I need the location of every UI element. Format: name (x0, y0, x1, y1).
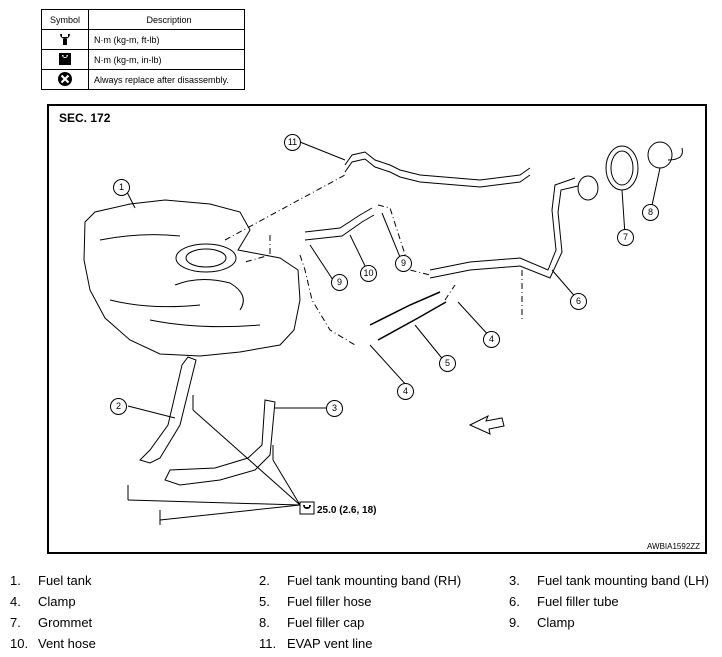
vent-hose-drawing (304, 207, 375, 241)
symbol-desc-3: Always replace after disassembly. (88, 69, 245, 90)
callout-10: 10 (360, 265, 377, 282)
filler-tube-drawing (429, 177, 579, 279)
callout-7: 7 (617, 229, 634, 246)
torque-spec-icon (299, 501, 315, 515)
callout-9a: 9 (331, 274, 348, 291)
callout-1: 1 (113, 179, 130, 196)
filler-hose-drawing (369, 291, 447, 341)
callout-5: 5 (439, 355, 456, 372)
symbol-table: Symbol Description N·m (kg-m, ft-lb) N·m… (41, 9, 245, 90)
band-rh-drawing (139, 356, 197, 464)
band-lh-drawing (164, 399, 276, 486)
callout-8: 8 (642, 204, 659, 221)
diagram-frame (47, 104, 707, 554)
callout-2: 2 (110, 398, 127, 415)
callout-4b: 4 (397, 383, 414, 400)
callout-6: 6 (570, 293, 587, 310)
callout-3: 3 (326, 400, 343, 417)
filler-cap-drawing (647, 141, 673, 169)
callout-11: 11 (284, 134, 301, 151)
torque-spec-label: 25.0 (2.6, 18) (317, 505, 377, 516)
always-replace-icon (41, 69, 89, 90)
front-arrow-icon (468, 414, 505, 435)
section-label: SEC. 172 (59, 111, 111, 125)
callout-9b: 9 (395, 255, 412, 272)
figure-code: AWBIA1592ZZ (647, 542, 701, 551)
evap-vent-line-drawing (344, 151, 531, 181)
fuel-tank-drawing (83, 199, 301, 357)
callout-4a: 4 (483, 331, 500, 348)
